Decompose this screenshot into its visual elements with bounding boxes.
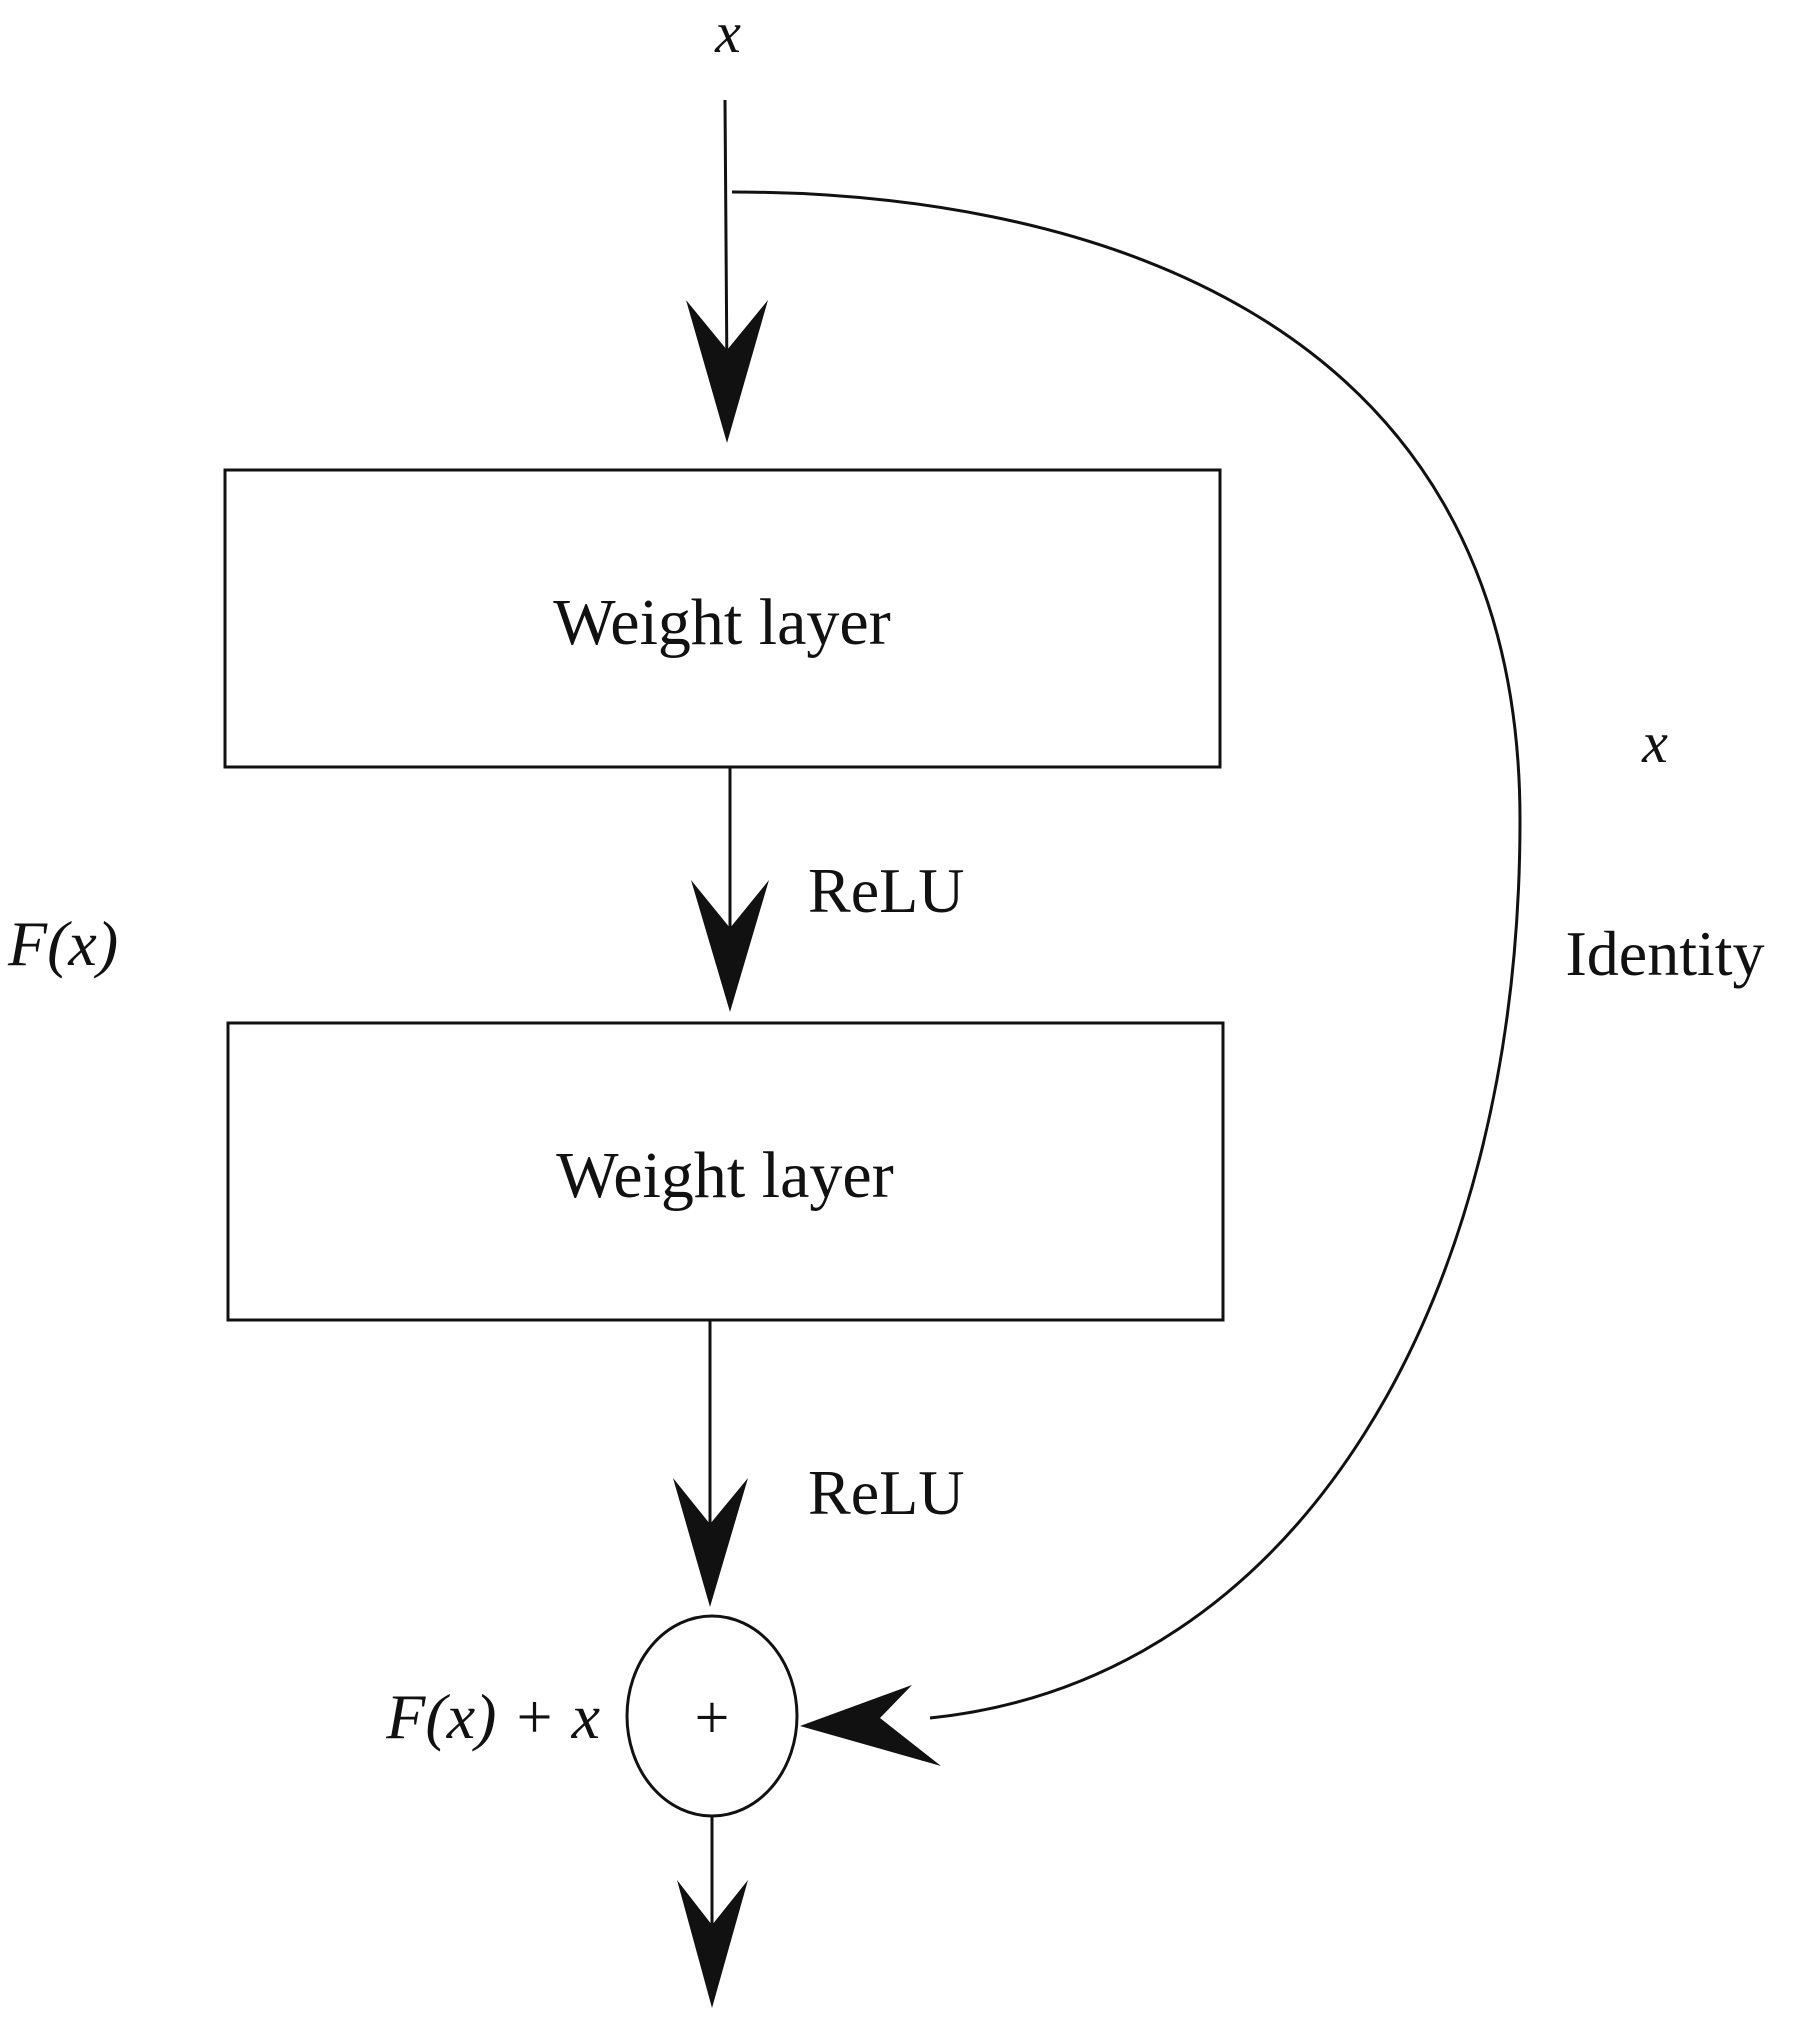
relu-1-label: ReLU <box>808 855 964 926</box>
relu-2-label: ReLU <box>808 1457 964 1528</box>
relu-2-arrow-head <box>673 1478 748 1607</box>
identity-arrow-head <box>800 1685 941 1766</box>
input-arrow-line <box>723 99 729 381</box>
weight-layer-1-label: Weight layer <box>553 586 890 659</box>
input-arrow-head <box>686 300 768 443</box>
weight-layer-1 <box>223 468 1222 769</box>
weight-layer-2 <box>226 1021 1225 1322</box>
sum-symbol: + <box>695 1684 730 1752</box>
input-label: x <box>714 0 741 65</box>
identity-skip-curve <box>731 190 1522 1720</box>
sum-output-label: F(x) + x <box>385 1681 600 1752</box>
identity-label: Identity <box>1565 918 1764 989</box>
output-arrow-head <box>677 1880 748 2008</box>
relu-1-arrow-head <box>691 880 769 1012</box>
residual-function-label: F(x) <box>7 908 118 979</box>
identity-variable-label: x <box>1641 710 1668 775</box>
weight-layer-2-label: Weight layer <box>556 1139 893 1212</box>
